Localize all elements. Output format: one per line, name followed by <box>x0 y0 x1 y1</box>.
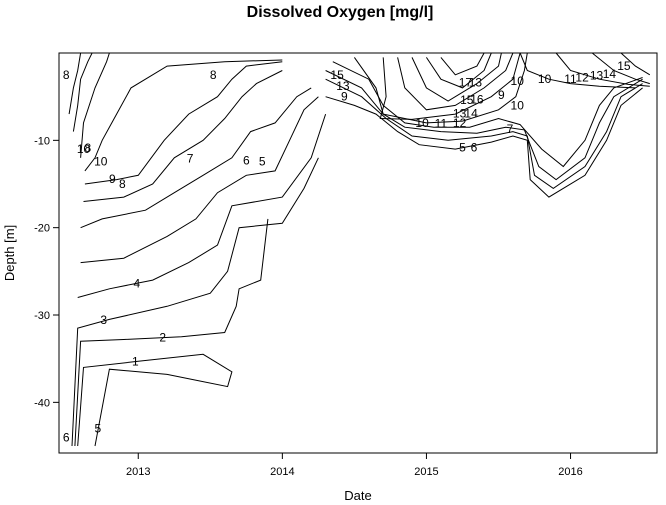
contour-line-8 <box>332 61 643 168</box>
contour-line-12 <box>411 52 502 102</box>
contour-label: 15 <box>330 68 344 82</box>
contour-label: 12 <box>453 116 467 130</box>
contour-label: 10 <box>511 74 525 88</box>
contour-label: 5 <box>259 154 266 168</box>
contour-line-7 <box>325 70 643 181</box>
contour-line-5 <box>80 96 319 264</box>
contour-label: 15 <box>460 93 474 107</box>
contour-line-10 <box>379 52 521 120</box>
contour-label: 13 <box>336 79 350 93</box>
contour-label: 3 <box>100 313 107 327</box>
contour-line-9 <box>353 52 528 124</box>
y-tick-label: -30 <box>34 310 50 322</box>
contour-line-3 <box>71 157 319 447</box>
contour-label: 12 <box>575 71 589 85</box>
contour-label: 5 <box>95 422 102 436</box>
contour-label: 13 <box>453 106 467 120</box>
contour-label: 1 <box>132 354 139 368</box>
contour-line-10 <box>80 52 110 158</box>
contour-label: 11 <box>435 117 448 131</box>
y-axis: -10 -20 -30 -40 <box>34 135 59 409</box>
contour-label: 10 <box>94 154 108 168</box>
y-tick-label: -40 <box>34 397 50 409</box>
y-tick-label: -10 <box>34 135 50 147</box>
contour-label: 15 <box>617 59 631 73</box>
x-tick-label: 2014 <box>270 466 294 478</box>
contour-label: 13 <box>469 76 483 90</box>
contour-label: 8 <box>210 68 217 82</box>
y-tick-label: -20 <box>34 223 50 235</box>
plot-frame <box>58 52 658 454</box>
contour-line-12 <box>555 52 650 87</box>
contour-label: 7 <box>187 152 194 166</box>
contour-label: 8 <box>63 68 70 82</box>
contour-line-8 <box>84 61 283 185</box>
x-tick-label: 2016 <box>558 466 582 478</box>
contour-label: 6 <box>243 153 250 167</box>
chart-title: Dissolved Oxygen [mg/l] <box>247 4 434 21</box>
contour-label: 9 <box>341 90 348 104</box>
x-axis: 2013 2014 2015 2016 <box>126 453 583 478</box>
contour-line-10 <box>519 52 636 89</box>
contour-line-2 <box>74 218 269 447</box>
contour-label: 8 <box>119 177 126 191</box>
contour-label: 14 <box>603 67 617 81</box>
contour-line-15 <box>620 52 651 76</box>
contour-line-5 <box>325 87 643 198</box>
contour-line-11 <box>397 52 514 111</box>
contour-label: 7 <box>507 122 514 136</box>
x-tick-label: 2015 <box>414 466 438 478</box>
y-axis-label: Depth [m] <box>2 225 17 281</box>
contour-label: 11 <box>564 72 577 86</box>
contour-label: 9 <box>498 88 505 102</box>
contour-lines <box>68 52 651 447</box>
contour-line-14 <box>440 52 485 76</box>
x-axis-label: Date <box>344 488 371 503</box>
contour-label: 8 <box>84 141 91 155</box>
contour-line-6 <box>325 78 643 190</box>
contour-line-12 <box>68 52 82 115</box>
contour-line-4 <box>77 113 327 298</box>
contour-label: 10 <box>415 116 429 130</box>
contour-line-13 <box>425 52 492 89</box>
contour-label: 9 <box>109 172 116 186</box>
contour-label: 10 <box>538 72 552 86</box>
contour-label: 6 <box>471 140 478 154</box>
contour-label: 6 <box>63 430 70 444</box>
contour-label: 4 <box>133 277 140 291</box>
contour-line-1 <box>77 353 233 447</box>
contour-label: 16 <box>470 92 484 106</box>
contour-label: 10 <box>511 98 525 112</box>
contour-label: 17 <box>459 76 473 90</box>
contour-label: 2 <box>159 331 166 345</box>
contour-line-7 <box>83 70 283 202</box>
contour-label: 5 <box>459 140 466 154</box>
contour-line-11 <box>72 52 93 132</box>
x-tick-label: 2013 <box>126 466 150 478</box>
contour-label: 13 <box>590 69 604 83</box>
contour-label: 10 <box>77 142 91 156</box>
contour-line-14 <box>591 52 650 85</box>
contour-line-9 <box>84 59 283 172</box>
contour-label: 14 <box>464 106 478 120</box>
contour-line-6 <box>80 87 312 229</box>
